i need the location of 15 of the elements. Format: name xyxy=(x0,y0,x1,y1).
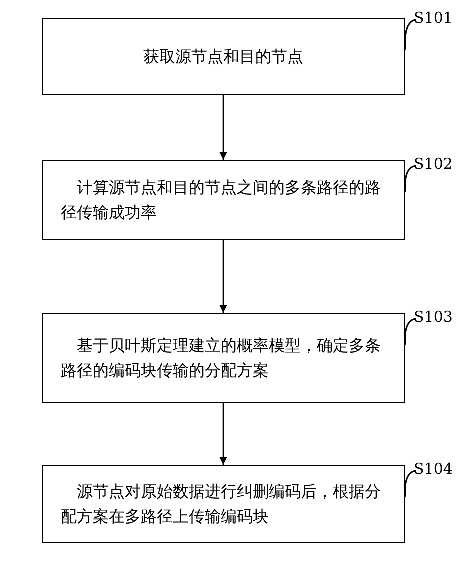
step-label: S104 xyxy=(414,457,472,481)
step-label: S103 xyxy=(414,305,472,329)
step-label: S101 xyxy=(414,6,472,30)
step-label: S102 xyxy=(414,152,472,176)
step-text: 获取源节点和目的节点 xyxy=(144,46,304,68)
arrow xyxy=(220,95,228,160)
step-text: 基于贝叶斯定理建立的概率模型，确定多条路径的编码块传输的分配方案 xyxy=(61,335,382,382)
process-box xyxy=(42,313,405,403)
step-text: 计算源节点和目的节点之间的多条路径的路径传输成功率 xyxy=(61,177,382,224)
step-text: 源节点对原始数据进行纠删编码后，根据分配方案在多路径上传输编码块 xyxy=(61,481,382,528)
process-box xyxy=(42,465,405,543)
arrow xyxy=(220,240,228,313)
arrow xyxy=(220,403,228,465)
process-box xyxy=(42,18,405,95)
process-box xyxy=(42,160,405,240)
